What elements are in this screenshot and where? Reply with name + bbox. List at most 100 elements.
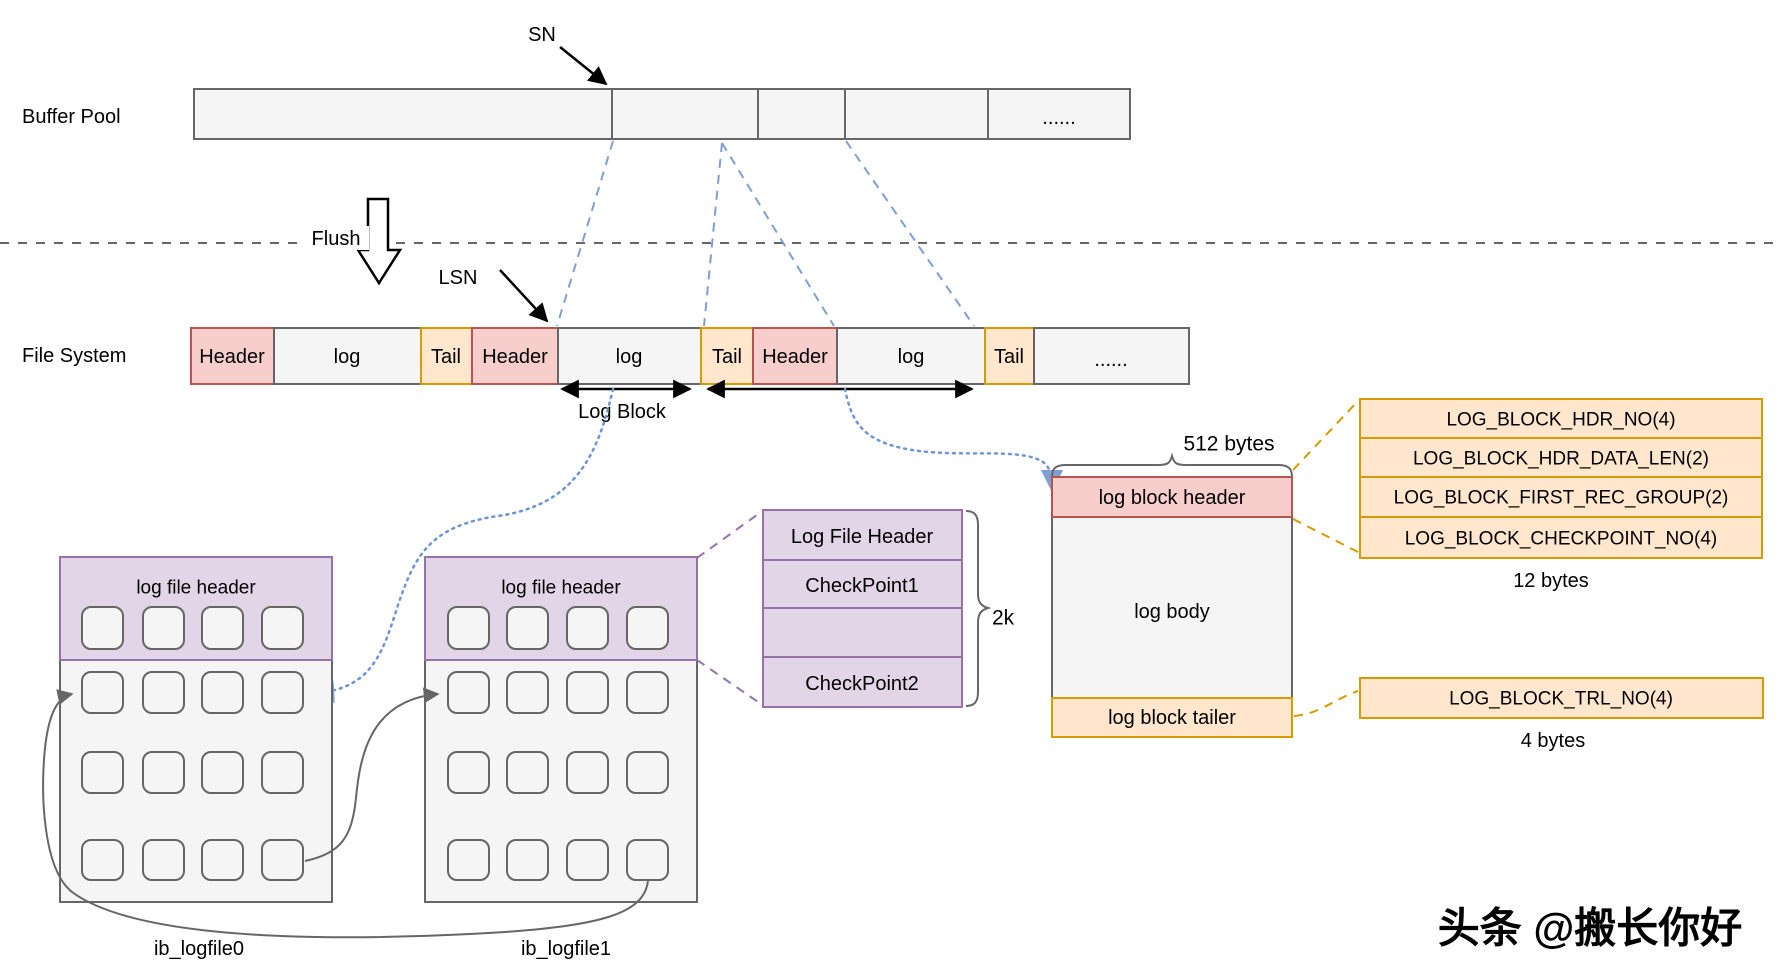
flush-label: Flush xyxy=(312,228,361,250)
fs-cell-label: log xyxy=(898,346,925,368)
buffer-pool-label: Buffer Pool xyxy=(22,106,121,128)
tailer-field-row xyxy=(1359,677,1764,719)
log-slot xyxy=(142,606,185,650)
logblock-to-file-dotted-curve xyxy=(311,387,615,704)
logfile0-name: ib_logfile0 xyxy=(154,938,244,960)
logfile-header-label: log file header xyxy=(501,578,621,599)
header-field-row xyxy=(1359,516,1763,559)
512-bytes-label: 512 bytes xyxy=(1183,432,1274,455)
fs-cell-header xyxy=(752,327,838,385)
checkpoint-row xyxy=(762,656,963,708)
lsn-arrow xyxy=(499,269,549,323)
2k-brace xyxy=(965,510,992,707)
ib-logfile0-box: log file header ib_logfile0 xyxy=(59,556,333,960)
fs-cell-label: Tail xyxy=(712,346,742,368)
checkpoint-row-label: CheckPoint1 xyxy=(805,575,918,597)
tailer-field-dash xyxy=(1293,690,1359,717)
logfile1-name: ib_logfile1 xyxy=(521,938,611,960)
log-slot xyxy=(261,671,304,714)
checkpoint-box: Log File Header CheckPoint1 CheckPoint2 … xyxy=(696,509,1015,708)
fs-cell-tail xyxy=(420,327,473,385)
header-fields-dash xyxy=(1292,400,1359,471)
log-slot xyxy=(506,751,549,794)
buffer-pool-bar xyxy=(193,88,1131,140)
4-bytes-label: 4 bytes xyxy=(1521,730,1585,752)
tailer-field-label: LOG_BLOCK_TRL_NO(4) xyxy=(1449,689,1673,710)
fs-cell-label: Tail xyxy=(994,346,1024,368)
log-slot xyxy=(506,839,549,881)
log-slot xyxy=(506,671,549,714)
log-block-header-cell xyxy=(1051,476,1293,518)
fs-cell-label: ...... xyxy=(1094,349,1127,371)
log-slot xyxy=(626,671,669,714)
log-slot xyxy=(201,671,244,714)
sn-label: SN xyxy=(528,24,556,46)
checkpoint-row-label: Log File Header xyxy=(791,526,934,548)
flush-label-bg xyxy=(303,226,369,250)
log-body-label: log body xyxy=(1134,601,1210,623)
mapping-dashed-line xyxy=(845,140,975,327)
12-bytes-label: 12 bytes xyxy=(1513,570,1589,592)
log-slot xyxy=(566,751,609,794)
fs-cell-tail xyxy=(984,327,1035,385)
header-field-label: LOG_BLOCK_HDR_DATA_LEN(2) xyxy=(1413,449,1709,470)
file0-to-file1-curve xyxy=(304,687,440,862)
header-field-row xyxy=(1359,398,1763,439)
fs-cell-ellipsis xyxy=(1033,327,1190,385)
buffer-pool-section: Buffer Pool ...... SN xyxy=(22,24,1131,140)
log-block-header-label: log block header xyxy=(1099,487,1246,509)
sn-arrow xyxy=(559,46,608,86)
log-slot xyxy=(566,839,609,881)
log-slot xyxy=(261,751,304,794)
file1-wrap-to-file0-curve xyxy=(42,689,649,939)
watermark-text: 头条 @搬长你好 xyxy=(1438,905,1743,952)
log-slot xyxy=(566,671,609,714)
header-field-label: LOG_BLOCK_FIRST_REC_GROUP(2) xyxy=(1394,488,1729,509)
fs-cell-label: Header xyxy=(482,346,548,368)
mapping-dashed-line xyxy=(721,142,835,327)
file-system-label: File System xyxy=(22,345,126,367)
header-fields-dash xyxy=(1292,518,1359,553)
log-slot xyxy=(142,839,185,881)
log-slot xyxy=(81,671,124,714)
ib-logfile1-box: log file header ib_logfile1 xyxy=(424,556,698,960)
512-bytes-brace xyxy=(1051,452,1293,478)
header-field-label: LOG_BLOCK_CHECKPOINT_NO(4) xyxy=(1405,529,1718,550)
log-slot xyxy=(201,839,244,881)
log-slot xyxy=(261,839,304,881)
log-block-tailer-label: log block tailer xyxy=(1108,707,1236,729)
log-block-tailer-field: LOG_BLOCK_TRL_NO(4) 4 bytes xyxy=(1293,677,1764,752)
log-slot xyxy=(506,606,549,650)
log-slot xyxy=(81,751,124,794)
log-slot xyxy=(261,606,304,650)
log-slot xyxy=(566,606,609,650)
2k-size-label: 2k xyxy=(992,606,1015,629)
buffer-to-disk-connectors xyxy=(556,140,975,327)
log-block-box: 512 bytes log block header log body log … xyxy=(1051,432,1293,738)
log-block-label: Log Block xyxy=(578,401,667,423)
memory-disk-separator: Flush xyxy=(0,197,1782,286)
log-block-header-fields: LOG_BLOCK_HDR_NO(4) LOG_BLOCK_HDR_DATA_L… xyxy=(1292,398,1763,592)
file-system-section: File System Header log Tail Header log T… xyxy=(22,267,1190,385)
header-detail-dash xyxy=(696,511,762,559)
log-slot xyxy=(447,751,490,794)
log-slot xyxy=(626,839,669,881)
header-field-label: LOG_BLOCK_HDR_NO(4) xyxy=(1446,410,1675,431)
log-slot xyxy=(626,606,669,650)
log-slot xyxy=(142,751,185,794)
checkpoint-row xyxy=(762,607,963,658)
logfile-header-label: log file header xyxy=(136,578,256,599)
fs-cell-tail xyxy=(700,327,754,385)
mapping-dashed-line xyxy=(556,140,614,327)
fs-cell-label: Tail xyxy=(431,346,461,368)
log-slot xyxy=(201,606,244,650)
buffer-pool-ellipsis: ...... xyxy=(1042,107,1075,129)
header-detail-dash xyxy=(696,659,762,705)
log-block-measure: Log Block xyxy=(560,379,974,423)
checkpoint-row xyxy=(762,509,963,561)
log-slot xyxy=(142,671,185,714)
mapping-dashed-line xyxy=(703,142,723,327)
log-slot xyxy=(447,606,490,650)
